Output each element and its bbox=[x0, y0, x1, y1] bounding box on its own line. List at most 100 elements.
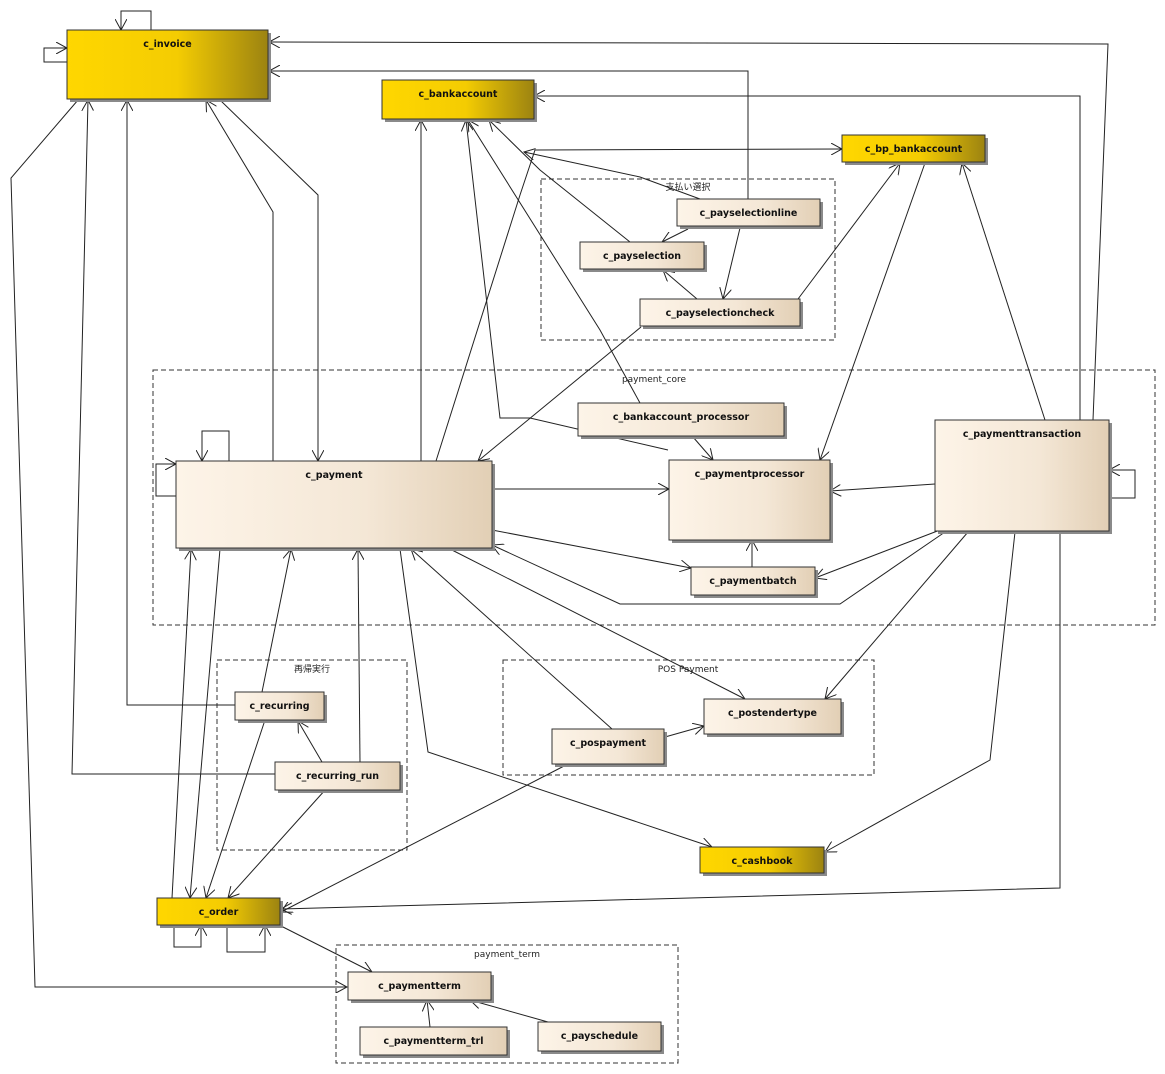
package-recurring: 再帰実行 bbox=[216, 659, 408, 851]
entity-box bbox=[537, 1021, 662, 1052]
entity-box bbox=[690, 566, 816, 596]
entity-name: c_bankaccount bbox=[419, 89, 498, 100]
edge-payschedule-paymentterm bbox=[470, 1000, 549, 1023]
entity-box bbox=[841, 134, 986, 163]
entity-name: c_postendertype bbox=[728, 708, 817, 719]
entity-name: c_payselectionline bbox=[700, 208, 798, 219]
entity-name: c_order bbox=[199, 907, 239, 918]
entity-c-paymentterm[interactable]: c_paymentterm bbox=[347, 971, 494, 1003]
edge-payment-cashbook bbox=[399, 548, 712, 847]
edge-payment-order bbox=[190, 548, 221, 898]
package-payment-term: payment_term bbox=[335, 944, 679, 1064]
entity-c-payselectioncheck[interactable]: c_payselectioncheck bbox=[639, 298, 803, 329]
entity-name: c_invoice bbox=[143, 39, 191, 50]
edge-paymenttransaction-bpbankaccount bbox=[962, 163, 1046, 421]
edge-order-self-1 bbox=[173, 925, 201, 948]
entity-c-paymenttransaction[interactable]: c_paymenttransaction bbox=[934, 419, 1112, 534]
edge-paymentprocessor-bankaccount bbox=[466, 120, 669, 451]
edge-invoice-self-left bbox=[43, 48, 67, 63]
entity-box bbox=[175, 460, 493, 549]
edge-paymenttransaction-invoice bbox=[269, 42, 1109, 421]
entity-box bbox=[359, 1026, 508, 1056]
edge-paymenttransaction-payment bbox=[492, 531, 946, 605]
entity-box bbox=[639, 298, 801, 327]
entity-name: c_paymentterm bbox=[378, 981, 461, 992]
edge-payment-postendertype bbox=[449, 548, 745, 699]
entity-box bbox=[579, 241, 705, 270]
edge-recurring-invoice bbox=[127, 100, 236, 706]
edge-bankaccountprocessor-paymentprocessor bbox=[692, 436, 713, 460]
edge-pospayment-payment bbox=[411, 549, 613, 730]
edge-order-self-2 bbox=[226, 925, 265, 953]
edge-order-payment bbox=[171, 549, 191, 899]
edge-payselectionline-payselection bbox=[662, 228, 689, 242]
edge-recurringrun-order bbox=[228, 788, 327, 898]
entity-c-invoice[interactable]: c_invoice bbox=[66, 29, 271, 102]
edge-recurringrun-invoice bbox=[71, 100, 276, 775]
entity-c-bp-bankaccount[interactable]: c_bp_bankaccount bbox=[841, 134, 988, 165]
entity-c-payment[interactable]: c_payment bbox=[175, 460, 495, 551]
entity-box bbox=[234, 691, 325, 721]
edge-payment-self-left bbox=[155, 464, 176, 497]
edge-payment-bpbankaccount bbox=[435, 149, 842, 462]
edge-paymenttransaction-postendertype bbox=[825, 531, 969, 699]
edge-payselectionline-invoice bbox=[269, 71, 749, 199]
edge-payselectioncheck-payment bbox=[478, 326, 642, 461]
edge-invoice-payment bbox=[219, 99, 318, 461]
entity-box bbox=[668, 459, 831, 541]
edge-invoice-paymentterm bbox=[10, 99, 347, 987]
entity-c-pospayment[interactable]: c_pospayment bbox=[551, 728, 667, 767]
edge-bankaccountprocessor-bankaccount bbox=[468, 120, 641, 404]
entity-box bbox=[676, 198, 821, 227]
entity-name: c_bp_bankaccount bbox=[865, 144, 963, 155]
entity-c-payschedule[interactable]: c_payschedule bbox=[537, 1021, 664, 1054]
edge-recurring-payment bbox=[261, 549, 291, 693]
edge-recurring-order bbox=[206, 719, 266, 898]
edge-paymenttransaction-paymentprocessor bbox=[830, 483, 936, 491]
edge-paymenttransaction-self bbox=[1109, 470, 1136, 499]
edge-paymenttermtrl-paymentterm bbox=[427, 1000, 430, 1028]
edge-paymenttransaction-cashbook bbox=[825, 531, 1016, 852]
entity-box bbox=[934, 419, 1110, 532]
entity-box bbox=[347, 971, 492, 1001]
entity-layer: c_invoice c_bankaccount c_bp_bankaccount c_… bbox=[66, 29, 1112, 1058]
entity-c-postendertype[interactable]: c_postendertype bbox=[703, 698, 844, 737]
entity-box bbox=[274, 761, 401, 791]
entity-c-paymentbatch[interactable]: c_paymentbatch bbox=[690, 566, 818, 598]
edge-payselection-bankaccount bbox=[489, 120, 631, 243]
entity-c-paymentprocessor[interactable]: c_paymentprocessor bbox=[668, 459, 833, 543]
entity-box bbox=[699, 846, 825, 874]
package-label: payment_term bbox=[474, 950, 540, 960]
entity-c-bankaccount-processor[interactable]: c_bankaccount_processor bbox=[577, 402, 787, 439]
edge-payselectionline-bankaccount bbox=[524, 152, 701, 200]
entity-c-recurring[interactable]: c_recurring bbox=[234, 691, 327, 723]
entity-c-bankaccount[interactable]: c_bankaccount bbox=[381, 79, 537, 122]
entity-name: c_paymentterm_trl bbox=[384, 1036, 484, 1047]
entity-name: c_bankaccount_processor bbox=[613, 412, 750, 423]
edge-pospayment-postendertype bbox=[664, 726, 704, 738]
edge-pospayment-order bbox=[281, 764, 567, 912]
edge-payselectioncheck-payselection bbox=[663, 270, 698, 300]
entity-c-payselectionline[interactable]: c_payselectionline bbox=[676, 198, 823, 229]
entity-box bbox=[66, 29, 269, 100]
entity-name: c_recurring_run bbox=[296, 771, 379, 782]
edge-order-paymentterm bbox=[280, 925, 372, 972]
edge-payselectionline-payselectioncheck bbox=[723, 227, 741, 299]
entity-name: c_recurring bbox=[249, 701, 309, 712]
edge-bpbankaccount-paymentprocessor bbox=[820, 162, 926, 460]
entity-box bbox=[381, 79, 535, 120]
edge-paymenttransaction-bankaccount bbox=[534, 96, 1081, 420]
entity-name: c_cashbook bbox=[731, 856, 793, 867]
entity-c-cashbook[interactable]: c_cashbook bbox=[699, 846, 827, 876]
entity-c-paymentterm-trl[interactable]: c_paymentterm_trl bbox=[359, 1026, 510, 1058]
package-payment-core: payment_core bbox=[152, 369, 1156, 626]
package-label: 再帰実行 bbox=[294, 663, 330, 675]
entity-c-recurring-run[interactable]: c_recurring_run bbox=[274, 761, 403, 793]
entity-box bbox=[577, 402, 785, 437]
edge-payment-self-top bbox=[202, 430, 230, 461]
edge-paymenttransaction-order bbox=[281, 532, 1061, 909]
entity-c-order[interactable]: c_order bbox=[156, 897, 283, 928]
entity-c-payselection[interactable]: c_payselection bbox=[579, 241, 707, 272]
edge-payment-invoice bbox=[206, 100, 274, 461]
